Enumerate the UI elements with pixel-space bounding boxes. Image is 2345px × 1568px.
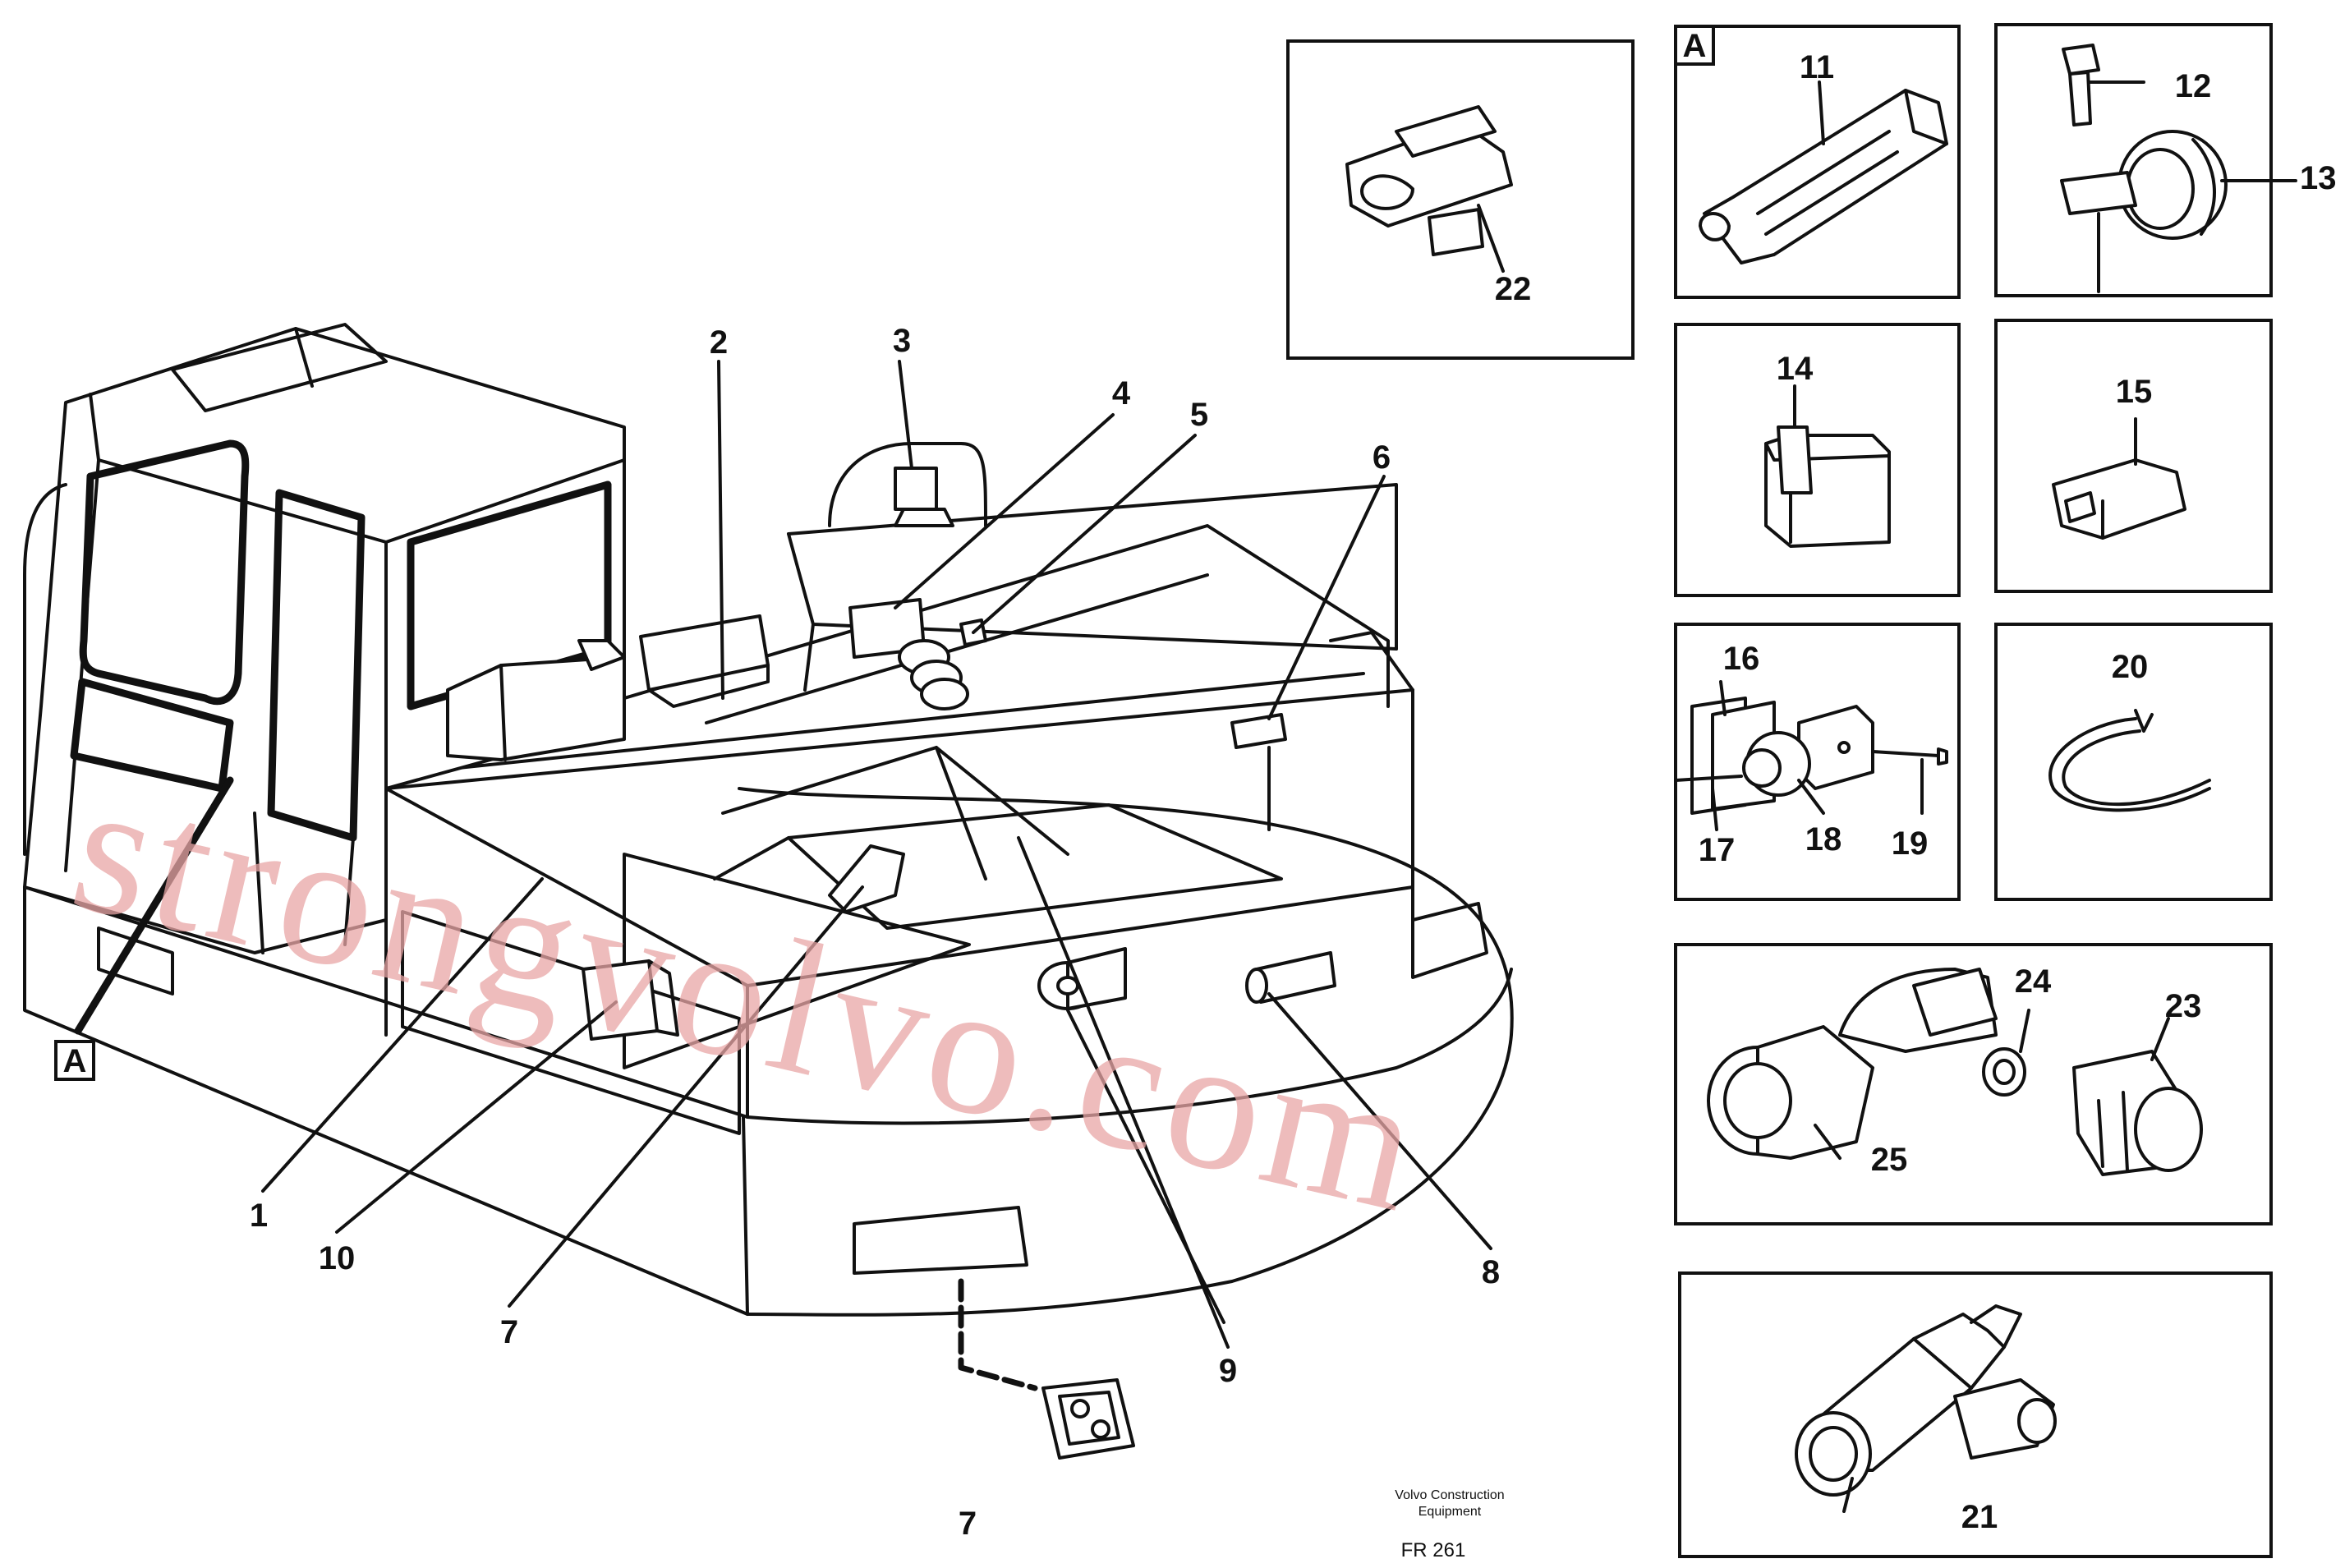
callout-21: 21 [1961,1499,1998,1535]
callout-3: 3 [893,323,911,359]
watermark: strongvolvo.com [57,739,1442,1253]
callout-4: 4 [1112,375,1131,412]
detail-panel-11 [1674,25,1961,299]
callout-20: 20 [2112,649,2149,685]
callout-25: 25 [1871,1142,1908,1178]
detail-panel-20 [1994,623,2273,901]
callout-16: 16 [1723,641,1760,677]
detail-panel-14 [1674,323,1961,597]
callout-24: 24 [2015,963,2052,1000]
callout-23: 23 [2165,988,2202,1024]
detail-panel-23-25 [1674,943,2273,1225]
detail-marker-main: A [54,1040,95,1081]
figure-code: FR 261 [1401,1539,1466,1561]
callout-22: 22 [1495,271,1532,307]
company-line-2: Equipment [1418,1505,1482,1519]
svg-text:A: A [63,1043,87,1079]
detail-panel-21 [1678,1271,2273,1558]
detail-panel-22 [1286,39,1635,360]
callout-8: 8 [1482,1254,1500,1290]
company-line-1: Volvo Construction [1395,1488,1504,1502]
callout-10: 10 [319,1240,356,1276]
callout-19: 19 [1892,825,1929,862]
callout-9: 9 [1219,1353,1237,1389]
callout-11: 11 [1800,49,1834,85]
callout-14: 14 [1777,351,1814,387]
callout-15: 15 [2116,374,2153,410]
callout-5: 5 [1190,397,1208,433]
detail-panel-15 [1994,319,2273,593]
detail-panel-12-13 [1994,23,2297,297]
callout-6: 6 [1373,439,1391,476]
callout-2: 2 [710,324,728,361]
footer-block: Volvo Construction Equipment FR 261 [1395,1488,1504,1561]
callout-1: 1 [250,1198,268,1234]
detail-marker-inset: A [1674,25,1715,66]
callout-7-deck: 7 [500,1314,518,1350]
callout-labels: 2 3 4 5 6 1 10 7 9 8 7 22 11 12 13 14 15… [250,49,2337,1542]
callout-7-remote: 7 [959,1506,977,1542]
callout-12: 12 [2175,68,2212,104]
detail-panel-16-19 [1674,623,1961,901]
svg-text:A: A [1683,28,1707,64]
excavator-drawing [23,323,1514,1460]
leader-lines [74,360,1492,1349]
callout-18: 18 [1805,821,1842,858]
callout-13: 13 [2300,160,2337,196]
callout-17: 17 [1699,832,1736,868]
